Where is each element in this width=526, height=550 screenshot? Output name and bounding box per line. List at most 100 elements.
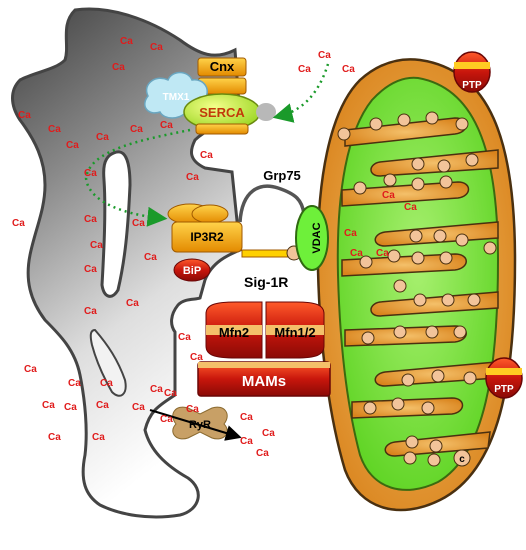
calcium-ion-label: Ca: [48, 124, 61, 135]
calcium-ion-label: Ca: [150, 384, 163, 395]
mfn12-protein: Mfn1/2: [265, 301, 325, 359]
cristae-particle: [463, 371, 477, 385]
calcium-ion-label: Ca: [404, 202, 417, 213]
cristae-particle: [431, 369, 445, 383]
serca-pump: SERCA: [183, 93, 276, 135]
ptp-top-label: PTP: [462, 80, 482, 91]
cnx-protein: Cnx: [197, 57, 247, 95]
cristae-particle: [413, 293, 427, 307]
cristae-particle: [387, 249, 401, 263]
cristae-particle: [403, 451, 417, 465]
calcium-ion-label: Ca: [376, 248, 389, 259]
cristae-particle: [363, 401, 377, 415]
cristae-particle: [433, 229, 447, 243]
serca-label: SERCA: [199, 105, 245, 120]
cristae-particle: [411, 157, 425, 171]
cristae-particle: [455, 117, 469, 131]
calcium-ion-label: Ca: [164, 388, 177, 399]
calcium-ion-label: Ca: [120, 36, 133, 47]
calcium-ion-label: Ca: [262, 428, 275, 439]
cristae-particle: [465, 153, 479, 167]
calcium-ion-label: Ca: [66, 140, 79, 151]
cristae-particle: [427, 453, 441, 467]
cristae-particle: [425, 111, 439, 125]
calcium-ion-label: Ca: [96, 132, 109, 143]
cristae-particle: [383, 173, 397, 187]
calcium-ion-label: Ca: [112, 62, 125, 73]
vdac-label: VDAC: [311, 222, 323, 253]
grp75-tether: [238, 184, 306, 223]
calcium-ion-label: Ca: [160, 120, 173, 131]
cristae-particle: [401, 373, 415, 387]
sig1r-label: Sig-1R: [244, 274, 288, 290]
calcium-ion-label: Ca: [344, 228, 357, 239]
mfn2-protein: Mfn2: [205, 301, 263, 359]
ip3r2-label: IP3R2: [190, 230, 224, 244]
ptp-bottom-label: PTP: [494, 384, 514, 395]
calcium-ion-label: Ca: [84, 168, 97, 179]
cristae-particle: [425, 325, 439, 339]
cristae-particle: [359, 255, 373, 269]
cristae-particle: [439, 251, 453, 265]
calcium-ion-label: Ca: [186, 172, 199, 183]
calcium-ion-label: Ca: [92, 432, 105, 443]
bip-label: BiP: [183, 265, 201, 277]
cristae-particle: [441, 293, 455, 307]
cristae-particles: [337, 111, 497, 467]
cristae-particle: [467, 293, 481, 307]
cristae-particle: [411, 251, 425, 265]
calcium-ion-label: Ca: [190, 352, 203, 363]
calcium-ion-label: Ca: [382, 190, 395, 201]
ip3r2-receptor: IP3R2: [167, 203, 302, 261]
mams-bar: MAMs: [197, 361, 331, 397]
er-fold-lower: [89, 328, 127, 397]
calcium-ion-label: Ca: [186, 404, 199, 415]
cristae-particle: [361, 331, 375, 345]
cristae-particle: [393, 279, 407, 293]
calcium-ion-label: Ca: [132, 218, 145, 229]
cristae-particle: [337, 127, 351, 141]
calcium-ion-label: Ca: [48, 432, 61, 443]
cristae-particle: [483, 241, 497, 255]
calcium-ion-label: Ca: [240, 412, 253, 423]
cristae-particle: [437, 159, 451, 173]
cristae-particle: [397, 113, 411, 127]
calcium-ion-label: Ca: [84, 214, 97, 225]
cristae-particle: [455, 233, 469, 247]
calcium-ion-label: Ca: [240, 436, 253, 447]
cristae-particle: [411, 177, 425, 191]
calcium-ion-label: Ca: [130, 124, 143, 135]
calcium-ion-label: Ca: [24, 364, 37, 375]
calcium-ion-label: Ca: [298, 64, 311, 75]
calcium-ion-label: Ca: [132, 402, 145, 413]
calcium-ion-label: Ca: [256, 448, 269, 459]
calcium-ion-label: Ca: [100, 378, 113, 389]
cristae-particle: [369, 117, 383, 131]
calcium-ion-label: Ca: [12, 218, 25, 229]
cristae-particle: [391, 397, 405, 411]
calcium-ion-label: Ca: [144, 252, 157, 263]
cnx-label: Cnx: [210, 59, 235, 74]
calcium-ion-label: Ca: [64, 402, 77, 413]
ptp-bottom-channel: PTP: [485, 357, 523, 399]
mfn2-label: Mfn2: [219, 325, 249, 340]
cristae-particle: [429, 439, 443, 453]
calcium-ion-label: Ca: [18, 110, 31, 121]
calcium-ion-label: Ca: [342, 64, 355, 75]
calcium-ion-label: Ca: [318, 50, 331, 61]
calcium-ion-label: Ca: [42, 400, 55, 411]
ptp-top-channel: PTP: [453, 51, 491, 93]
er-fold-upper: [100, 150, 132, 298]
mams-label: MAMs: [242, 373, 286, 390]
cristae-particle: [439, 175, 453, 189]
cyt-c-label: c: [459, 454, 465, 465]
cristae-particle: [453, 325, 467, 339]
cristae-particle: [353, 181, 367, 195]
calcium-ion-label: Ca: [90, 240, 103, 251]
calcium-ion-label: Ca: [84, 306, 97, 317]
calcium-ion-label: Ca: [126, 298, 139, 309]
calcium-ion-label: Ca: [96, 400, 109, 411]
vdac-channel: VDAC: [295, 205, 329, 271]
